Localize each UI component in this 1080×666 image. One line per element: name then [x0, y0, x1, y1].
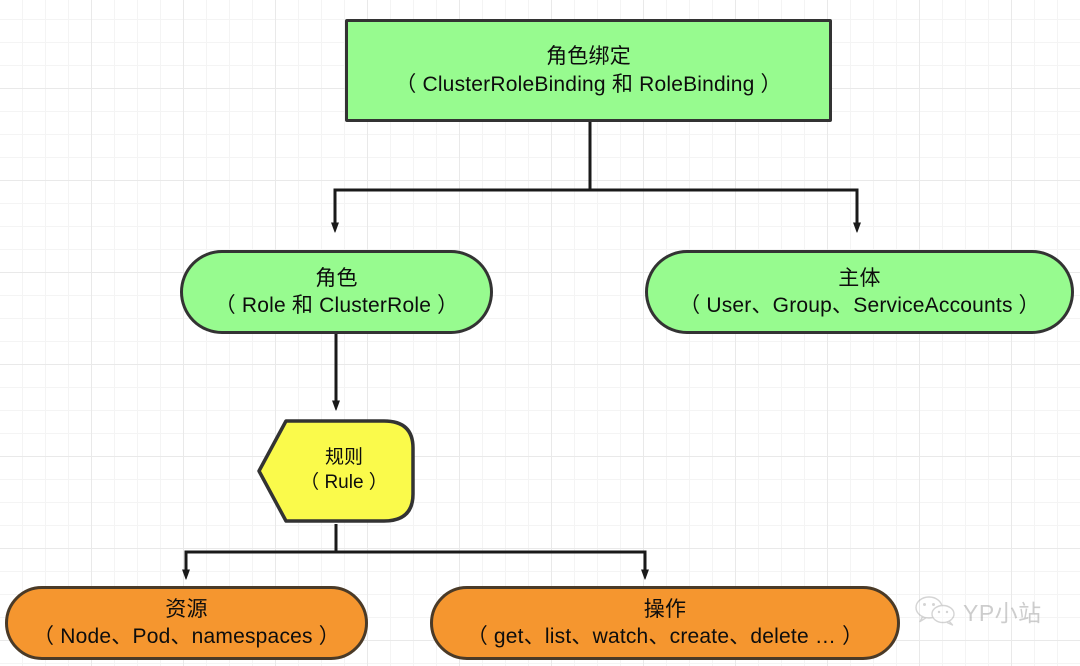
node-subject[interactable]: 主体 （ User、Group、ServiceAccounts ）: [645, 250, 1074, 334]
node-resource[interactable]: 资源 （ Node、Pod、namespaces ）: [5, 586, 368, 660]
node-role[interactable]: 角色 （ Role 和 ClusterRole ）: [180, 250, 493, 334]
node-subject-line2: （ User、Group、ServiceAccounts ）: [679, 294, 1040, 317]
edge-rolebinding-to-role: [335, 122, 592, 228]
node-operation-line1: 操作: [643, 597, 687, 621]
node-role-binding-line2: （ ClusterRoleBinding 和 RoleBinding ）: [395, 72, 782, 96]
node-role-line1: 角色: [315, 266, 358, 290]
hexagon-shape: [257, 419, 415, 523]
node-rule-line2: （ Rule ）: [300, 472, 388, 493]
watermark: YP小站: [915, 594, 1042, 628]
node-role-binding[interactable]: 角色绑定 （ ClusterRoleBinding 和 RoleBinding …: [345, 19, 832, 122]
edge-rule-to-operation: [336, 550, 645, 575]
node-operation[interactable]: 操作 （ get、list、watch、create、delete … ）: [430, 586, 900, 660]
node-rule[interactable]: 规则 （ Rule ）: [256, 418, 416, 524]
node-role-line2: （ Role 和 ClusterRole ）: [214, 294, 459, 317]
watermark-text: YP小站: [963, 600, 1042, 626]
node-resource-line2: （ Node、Pod、namespaces ）: [33, 625, 340, 648]
wechat-icon: [915, 596, 955, 626]
edge-rule-to-resource: [186, 524, 338, 575]
node-rule-label: 规则 （ Rule ）: [256, 418, 416, 524]
node-resource-line1: 资源: [165, 597, 208, 621]
edge-rolebinding-to-subject: [590, 188, 857, 228]
node-rule-line1: 规则: [324, 447, 363, 469]
node-role-binding-line1: 角色绑定: [546, 45, 631, 69]
node-operation-line2: （ get、list、watch、create、delete … ）: [466, 625, 864, 648]
node-subject-line1: 主体: [838, 266, 881, 290]
